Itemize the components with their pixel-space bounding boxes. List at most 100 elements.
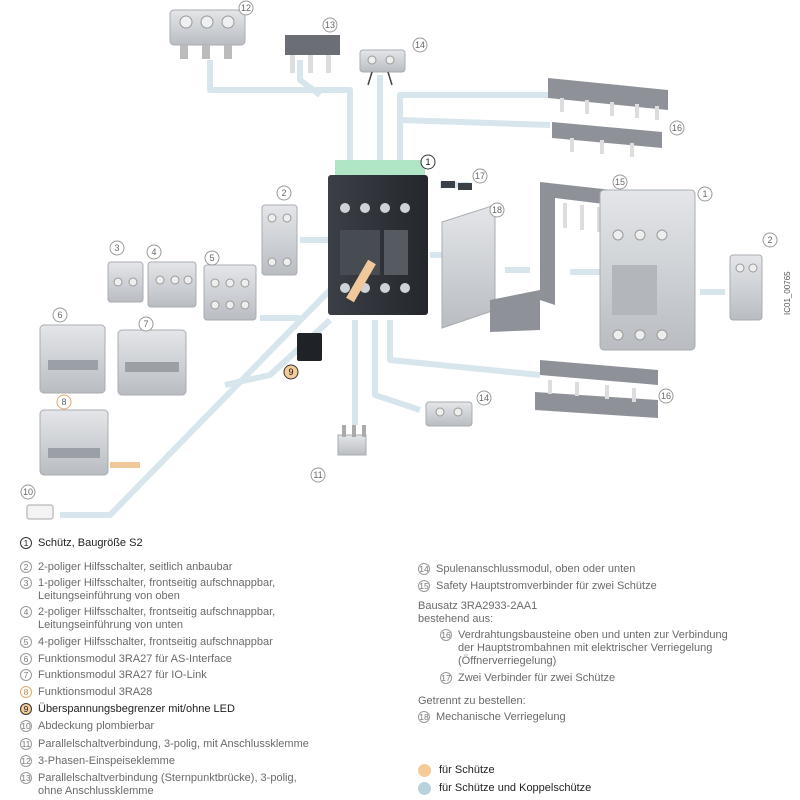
- kit-title-text: Bausatz 3RA2933-2AA1 bestehend aus:: [418, 600, 538, 625]
- legend-num-8: 8: [20, 686, 32, 698]
- callout-15: 15: [615, 177, 625, 187]
- part-9-surge-suppressor: [297, 333, 322, 361]
- callout-18: 18: [492, 205, 502, 215]
- callout-7: 7: [143, 319, 148, 329]
- legend-text-8: Funktionsmodul 3RA28: [38, 686, 153, 698]
- callout-10: 10: [23, 487, 33, 497]
- callout-6: 6: [57, 310, 62, 320]
- legend-num-15: 15: [418, 580, 430, 592]
- orange-insert-path: [346, 259, 376, 303]
- legend-num-10: 10: [20, 720, 32, 732]
- callout-16-bottom: 16: [661, 391, 671, 401]
- callout-12: 12: [241, 3, 251, 13]
- part-8-function-module-3ra28: [39, 409, 109, 476]
- callout-9: 9: [288, 367, 293, 377]
- legend-text-10: Abdeckung plombierbar: [38, 720, 155, 732]
- legend-num-6: 6: [20, 653, 32, 665]
- part-14-coil-module-top: [359, 49, 406, 86]
- part-10-cover: [26, 504, 54, 520]
- legend-num-5: 5: [20, 636, 32, 648]
- legend-num-3: 3: [20, 577, 32, 589]
- legend-item-18: 18 Mechanische Verriegelung: [418, 711, 566, 724]
- legend-text-12: 3-Phasen-Einspeiseklemme: [38, 755, 175, 767]
- separate-title: Getrennt zu bestellen:: [418, 695, 526, 708]
- legend-num-17: 17: [440, 672, 452, 684]
- legend-item-8: 8 Funktionsmodul 3RA28: [20, 686, 152, 699]
- part-7-function-module-iolink: [117, 329, 187, 396]
- swatch-item-coupling: für Schütze und Koppelschütze: [418, 782, 591, 795]
- legend-text-5: 4-poliger Hilfsschalter, frontseitig auf…: [38, 636, 273, 648]
- legend-item-3: 3 1-poliger Hilfsschalter, frontseitig au…: [20, 577, 275, 603]
- callout-16-top: 16: [672, 123, 682, 133]
- legend-text-16: Verdrahtungsbausteine oben und unten zur…: [458, 629, 728, 667]
- legend-num-12: 12: [20, 755, 32, 767]
- callout-1-right: 1: [702, 189, 707, 199]
- legend-text-3: 1-poliger Hilfsschalter, frontseitig auf…: [38, 577, 276, 602]
- separate-title-text: Getrennt zu bestellen:: [418, 695, 526, 707]
- exploded-view-diagram: 12 13 14 1 17 16 15 1 2 18 2 3 4 5 6 7 9…: [20, 0, 792, 520]
- legend-num-13: 13: [20, 772, 32, 784]
- legend-text-15: Safety Hauptstromverbinder für zwei Schü…: [436, 580, 657, 592]
- legend-item-7: 7 Funktionsmodul 3RA27 für IO-Link: [20, 669, 207, 682]
- part-16-wiring-block-top: [548, 78, 668, 157]
- part-15-safety-connector: [490, 182, 612, 332]
- part-2-side-aux-switch-right: [729, 254, 763, 321]
- swatch-item-contactors: für Schütze: [418, 764, 495, 777]
- legend-num-4: 4: [20, 606, 32, 618]
- legend-text-11: Parallelschaltverbindung, 3-polig, mit A…: [38, 738, 309, 750]
- legend-item-11: 11 Parallelschaltverbindung, 3-polig, mit…: [20, 738, 309, 751]
- legend-item-17: 17 Zwei Verbinder für zwei Schütze: [440, 672, 615, 685]
- callout-2-right: 2: [767, 235, 772, 245]
- legend-item-5: 5 4-poliger Hilfsschalter, frontseitig au…: [20, 636, 273, 649]
- legend-item-2: 2 2-poliger Hilfsschalter, seitlich anbau…: [20, 561, 232, 574]
- legend-text-1: Schütz, Baugröße S2: [38, 537, 143, 549]
- legend-num-14: 14: [418, 563, 430, 575]
- legend-text-17: Zwei Verbinder für zwei Schütze: [458, 672, 616, 684]
- legend-text-4: 2-poliger Hilfsschalter, frontseitig auf…: [38, 606, 276, 631]
- legend-text-6: Funktionsmodul 3RA27 für AS-Interface: [38, 653, 232, 665]
- legend-text-13: Parallelschaltverbindung (Sternpunktbrüc…: [38, 772, 297, 797]
- kit-title: Bausatz 3RA2933-2AA1 bestehend aus:: [418, 600, 537, 626]
- legend-text-7: Funktionsmodul 3RA27 für IO-Link: [38, 669, 207, 681]
- legend-num-11: 11: [20, 738, 32, 750]
- part-12-feed-terminal: [169, 9, 246, 59]
- part-1-contactor: [328, 160, 428, 315]
- legend-text-2: 2-poliger Hilfsschalter, seitlich anbaub…: [38, 561, 233, 573]
- part-6-function-module-asi: [39, 324, 106, 394]
- callout-5: 5: [209, 253, 214, 263]
- part-11-parallel-link: [337, 425, 367, 456]
- legend-item-9: 9 Überspannungsbegrenzer mit/ohne LED: [20, 703, 235, 716]
- legend-num-18: 18: [418, 711, 430, 723]
- orange-swatch: [418, 764, 431, 777]
- swatch-text-2: für Schütze und Koppelschütze: [439, 782, 592, 794]
- callout-1: 1: [425, 157, 430, 167]
- legend-item-10: 10 Abdeckung plombierbar: [20, 720, 154, 733]
- image-code-label: IC01_00765: [783, 271, 792, 315]
- callout-11: 11: [313, 470, 322, 480]
- callout-17: 17: [475, 171, 485, 181]
- part-13-star-bridge: [285, 35, 340, 73]
- callout-4: 4: [151, 247, 156, 257]
- part-16-wiring-block-bottom: [535, 360, 658, 418]
- legend-num-7: 7: [20, 669, 32, 681]
- legend-num-9: 9: [20, 703, 32, 715]
- callouts: 12 13 14 1 17 16 15 1 2 18 2 3 4 5 6 7 9…: [20, 0, 778, 500]
- legend-item-1: 1 Schütz, Baugröße S2: [20, 537, 143, 550]
- callout-8: 8: [61, 397, 66, 407]
- callout-2: 2: [281, 188, 286, 198]
- part-2-side-aux-switch: [261, 204, 298, 276]
- legend-num-1: 1: [20, 537, 32, 549]
- part-3-aux-1pole: [107, 261, 144, 303]
- legend-text-9: Überspannungsbegrenzer mit/ohne LED: [38, 703, 235, 715]
- part-4-aux-2pole: [147, 261, 197, 308]
- callout-14-bottom: 14: [479, 393, 489, 403]
- legend-text-18: Mechanische Verriegelung: [436, 711, 566, 723]
- part-5-aux-4pole: [203, 264, 257, 321]
- legend-item-12: 12 3-Phasen-Einspeiseklemme: [20, 755, 175, 768]
- part-17-connectors: [441, 181, 472, 190]
- blue-swatch: [418, 782, 431, 795]
- legend-num-2: 2: [20, 561, 32, 573]
- part-14-coil-module-bottom: [425, 401, 473, 427]
